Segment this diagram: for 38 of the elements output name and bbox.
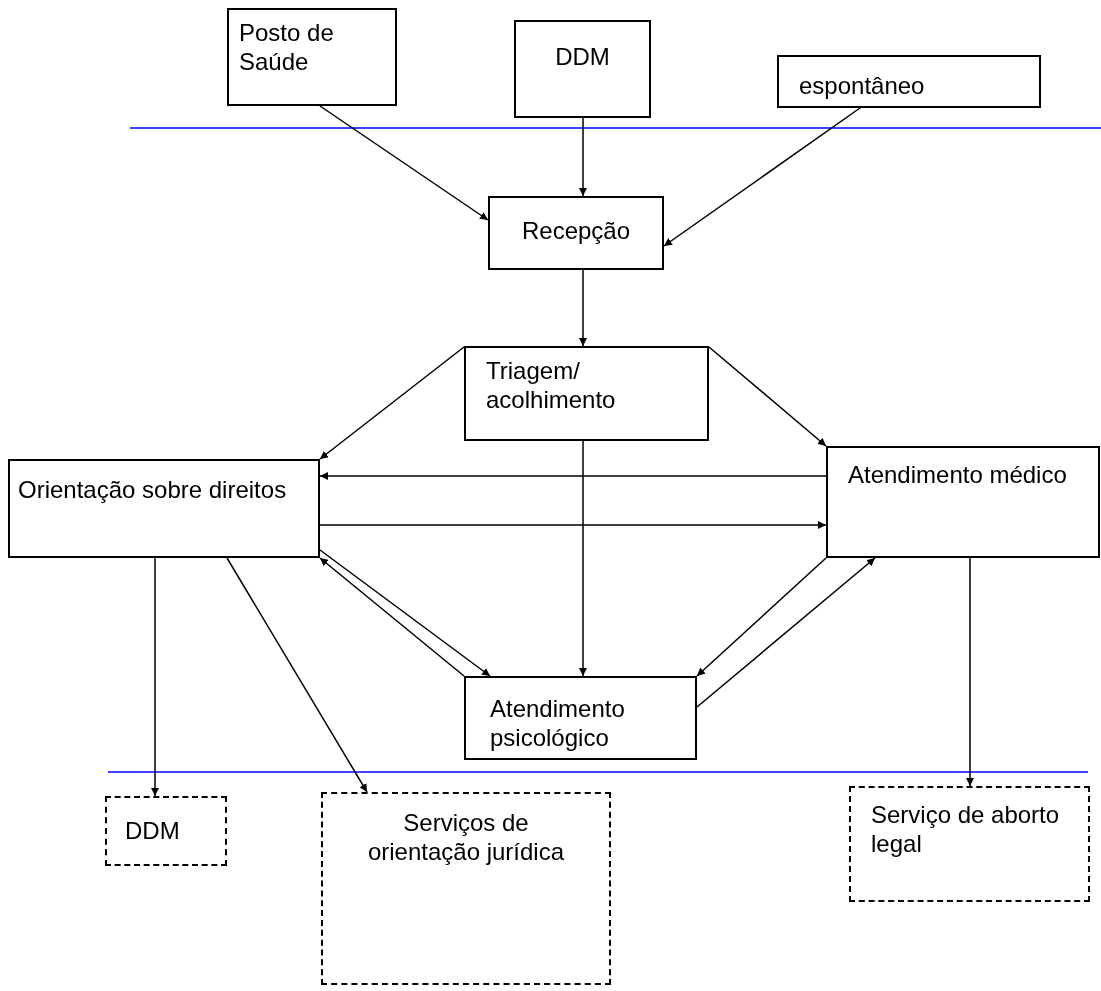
- arrow: [696, 557, 827, 677]
- process-box: [826, 446, 1100, 558]
- arrow: [226, 557, 368, 793]
- source-box: [777, 55, 1041, 108]
- node-label: DDM: [554, 42, 611, 71]
- destination-box: [849, 786, 1090, 902]
- node-label: Serviços de orientação jurídica: [366, 808, 566, 866]
- arrow: [579, 440, 587, 677]
- node-label: Recepção: [520, 216, 632, 245]
- arrow: [151, 557, 159, 797]
- destination-box: [105, 796, 227, 866]
- node-label: Orientação sobre direitos: [18, 475, 288, 504]
- process-box: [8, 459, 320, 558]
- node-label: Serviço de aborto legal: [871, 800, 1061, 858]
- node-label: Atendimento médico: [848, 460, 1068, 489]
- arrow: [319, 557, 465, 677]
- node-label: Atendimento psicológico: [490, 694, 626, 752]
- arrow: [696, 557, 876, 708]
- node-label: Triagem/ acolhimento: [486, 356, 617, 414]
- arrow: [319, 105, 489, 221]
- arrow: [579, 117, 587, 197]
- node-label: DDM: [125, 816, 181, 845]
- node-label: espontâneo: [799, 71, 926, 100]
- node-label: Posto de Saúde: [239, 18, 335, 76]
- process-box: [464, 346, 709, 441]
- process-box: [464, 676, 697, 760]
- arrow: [319, 346, 465, 460]
- destination-box: [321, 792, 611, 985]
- arrow: [663, 107, 861, 247]
- arrow: [319, 549, 491, 677]
- arrow: [966, 557, 974, 787]
- source-box: [514, 20, 651, 118]
- arrow: [319, 472, 827, 480]
- source-box: [227, 8, 397, 106]
- arrow: [579, 269, 587, 347]
- arrow: [319, 521, 827, 529]
- arrow: [708, 346, 827, 447]
- process-box: [488, 196, 664, 270]
